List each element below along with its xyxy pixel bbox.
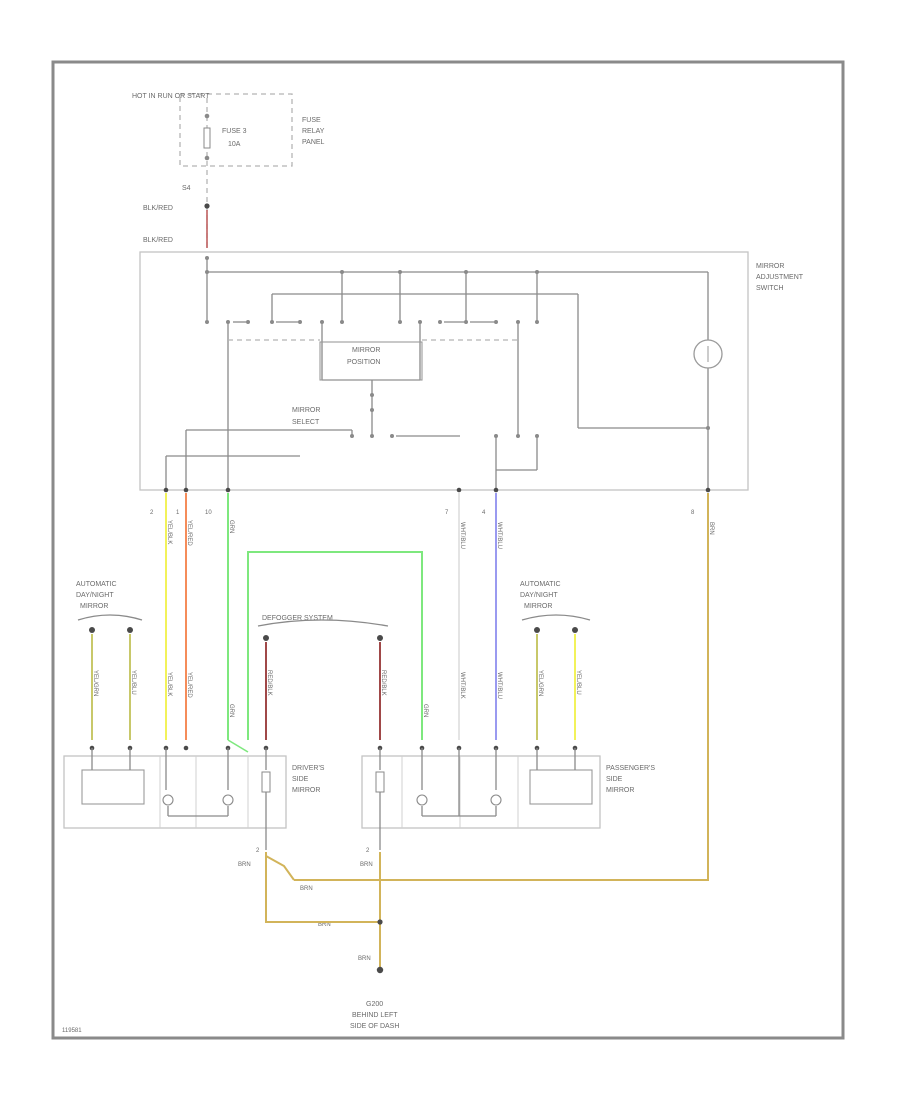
corner-reference: 119581	[62, 1028, 82, 1034]
switch-label-1: MIRROR	[756, 263, 784, 270]
wire-label-grn-pass: GRN	[422, 704, 428, 717]
passengers-side-mirror: PASSENGER'S SIDE MIRROR	[361, 745, 655, 850]
wire-label-yel-red: YEL/RED	[186, 520, 192, 546]
wire-label-yel-blu-right: YEL/BLU	[575, 670, 581, 695]
auto-left-label-2: DAY/NIGHT	[76, 592, 114, 599]
auto-left-label-3: MIRROR	[80, 603, 108, 610]
wire-label-brn-2: BRN	[238, 862, 251, 868]
passenger-motor-1-icon	[416, 794, 428, 806]
ground-label-3: SIDE OF DASH	[350, 1023, 399, 1030]
passenger-label-1: PASSENGER'S	[606, 765, 655, 772]
driver-heater-element	[261, 771, 271, 793]
passenger-label-3: MIRROR	[606, 787, 634, 794]
switch-pins	[163, 487, 711, 493]
mirror-select-label-1: MIRROR	[292, 407, 320, 414]
passenger-label-2: SIDE	[606, 776, 623, 783]
wire-label-wht-blk: WHT/BLU	[459, 522, 465, 549]
fuse-connector	[204, 203, 210, 209]
pin-10: 10	[205, 510, 212, 516]
wire-label-red-blk-pass: RED/BLK	[380, 670, 386, 696]
driver-label-3: MIRROR	[292, 787, 320, 794]
pin-2: 2	[150, 510, 154, 516]
auto-right-label-2: DAY/NIGHT	[520, 592, 558, 599]
fuse-rating-label: 10A	[228, 141, 241, 148]
pin-8: 8	[691, 510, 695, 516]
driver-auto-dim-element	[81, 769, 145, 805]
mirror-select-switch: MIRROR SELECT	[165, 380, 539, 490]
mirror-position-label-1: MIRROR	[352, 347, 380, 354]
ground-label-2: BEHIND LEFT	[352, 1012, 398, 1019]
wire-label-yel-blu-left: YEL/BLU	[130, 670, 136, 695]
wire-label-brn-4: BRN	[300, 886, 313, 892]
wire-label-yel-grn-left: YEL/GRN	[92, 670, 98, 696]
wire-green-loop	[247, 551, 423, 740]
wire-label-grn-driver: GRN	[228, 704, 234, 717]
drivers-side-mirror: DRIVER'S SIDE MIRROR	[63, 745, 325, 850]
auto-day-night-mirror-left: AUTOMATIC DAY/NIGHT MIRROR YEL/GRN YEL/B…	[76, 581, 143, 740]
driver-motor-1-icon	[162, 794, 174, 806]
auto-right-label-3: MIRROR	[524, 603, 552, 610]
defogger-connector-right	[377, 635, 383, 641]
mirror-adjustment-switch: MIRROR ADJUSTMENT SWITCH	[139, 251, 804, 493]
left-switch-contacts: MIRROR POSITION	[205, 320, 518, 490]
auto-right-label-1: AUTOMATIC	[520, 581, 561, 588]
defogger-connector-left	[263, 635, 269, 641]
passenger-heater-element	[375, 771, 385, 793]
mirror-position-label-2: POSITION	[347, 359, 380, 366]
pin-7: 7	[445, 510, 449, 516]
fuse-relay-panel: HOT IN RUN OR START FUSE 3 10A FUSE RELA…	[132, 93, 325, 250]
wire-label-wht-blu-pass: WHT/BLU	[496, 672, 502, 699]
pin-1: 1	[176, 510, 180, 516]
wire-brown-return	[294, 493, 709, 881]
wire-label-yel-blk-2: YEL/BLK	[166, 672, 172, 696]
switch-output-wires: YEL/BLK YEL/RED GRN WHT/BLU WHT/BLU BRN	[165, 493, 714, 881]
wire-label-yel-red-2: YEL/RED	[186, 672, 192, 698]
auto-right-connector-2	[572, 627, 578, 633]
passenger-auto-dim-element	[529, 769, 593, 805]
driver-ground-pin: 2	[256, 848, 260, 854]
fuse-panel-label-1: FUSE	[302, 117, 321, 124]
fuse-pin-label: S4	[182, 185, 191, 192]
ground-point-icon	[376, 966, 384, 974]
auto-left-connector-2	[127, 627, 133, 633]
passenger-ground-pin: 2	[366, 848, 370, 854]
wire-label-wht-blu: WHT/BLU	[496, 522, 502, 549]
auto-right-connector-1	[534, 627, 540, 633]
wire-label-brn-5: BRN	[318, 922, 331, 928]
auto-left-connector-1	[89, 627, 95, 633]
ground-label-1: G200	[366, 1001, 383, 1008]
hot-label: HOT IN RUN OR START	[132, 93, 210, 100]
ground-circuit: 2 2 BRN BRN BRN BRN BRN G200 BEHIND LEFT…	[238, 848, 399, 1030]
wire-label-wht-blk-pass: WHT/BLK	[459, 672, 465, 699]
defogger-label: DEFOGGER SYSTEM	[262, 615, 333, 622]
auto-left-label-1: AUTOMATIC	[76, 581, 117, 588]
wire-label-brn-6: BRN	[358, 956, 371, 962]
driver-motor-2-icon	[222, 794, 234, 806]
diagram-frame	[51, 60, 845, 1040]
pin-4: 4	[482, 510, 486, 516]
ground-splice	[377, 919, 383, 925]
wire-label-blk-red-1: BLK/RED	[143, 205, 173, 212]
wire-label-brn-switch: BRN	[708, 522, 714, 535]
fuse-panel-label-3: PANEL	[302, 139, 325, 146]
driver-label-2: SIDE	[292, 776, 309, 783]
auto-day-night-mirror-right: AUTOMATIC DAY/NIGHT MIRROR YEL/GRN YEL/B…	[520, 581, 591, 740]
wire-label-grn: GRN	[228, 520, 234, 533]
mirror-select-label-2: SELECT	[292, 419, 320, 426]
wire-label-yel-grn-right: YEL/GRN	[537, 670, 543, 696]
fuse-label: FUSE 3	[222, 128, 247, 135]
right-switch-contacts	[398, 320, 539, 436]
passenger-motor-2-icon	[490, 794, 502, 806]
switch-label-3: SWITCH	[756, 285, 784, 292]
wire-label-yel-blk: YEL/BLK	[166, 520, 172, 544]
driver-label-1: DRIVER'S	[292, 765, 325, 772]
wire-label-brn-3: BRN	[360, 862, 373, 868]
fuse-panel-label-2: RELAY	[302, 128, 325, 135]
switch-label-2: ADJUSTMENT	[756, 274, 804, 281]
wire-label-blk-red-2: BLK/RED	[143, 237, 173, 244]
defogger-system: DEFOGGER SYSTEM RED/BLK RED/BLK YEL/BLK …	[166, 615, 502, 740]
wire-label-red-blk-driver: RED/BLK	[266, 670, 272, 696]
